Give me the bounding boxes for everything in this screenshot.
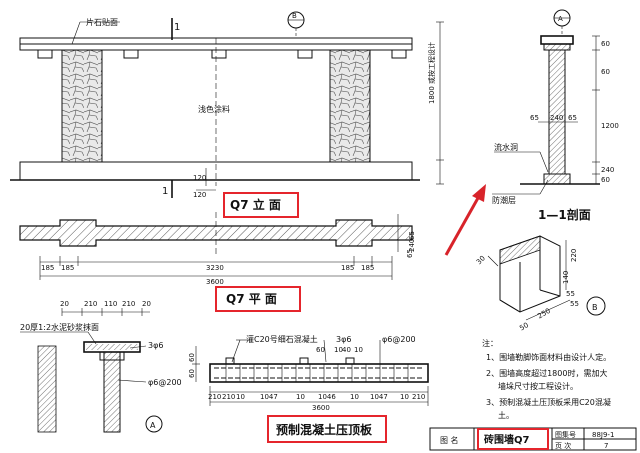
note-2: 2、围墙高度超过1800时，需加大: [486, 368, 607, 378]
dim-slab-total: 3600: [312, 404, 330, 412]
dim-plan-3230: 3230: [206, 264, 224, 272]
detail-b-view: [487, 235, 606, 321]
dim-slab-1046: 1046: [318, 393, 336, 401]
dim-cs-110: 110: [104, 300, 117, 308]
rebar-3phi6-b: 3φ6: [336, 335, 351, 344]
dim-slab-40: 40: [342, 346, 351, 354]
title-block-page-label: 页 次: [555, 441, 571, 450]
note-3: 3、预制混凝土压顶板采用C20混凝: [486, 397, 611, 407]
dim-slab-1047-a: 1047: [260, 393, 278, 401]
section-mark-bottom: 1: [162, 186, 168, 197]
stone-pier-right: [329, 49, 371, 163]
coping-slab-view: [192, 339, 429, 406]
section-mark-top: 1: [174, 22, 180, 33]
dim-plan-185-d: 185: [361, 264, 374, 272]
label-stone-facing: 片石贴面: [86, 17, 118, 27]
section-title: 1—1剖面: [538, 207, 591, 222]
dim-b-220: 220: [570, 249, 578, 262]
dim-slab-60: 60: [316, 346, 325, 354]
label-drain-hole: 流水洞: [494, 142, 518, 152]
dim-cs-210-b: 210: [122, 300, 135, 308]
dim-plan-185-b: 185: [61, 264, 74, 272]
dim-cs-210-a: 210: [84, 300, 97, 308]
dim-120-a: 120: [193, 174, 206, 182]
grid-b-bubble-label: B: [592, 303, 598, 312]
note-2-cont: 墙垛尺寸按工程设计。: [498, 381, 578, 391]
dim-plan-total: 3600: [206, 278, 224, 286]
dim-cs-20-b: 20: [142, 300, 151, 308]
label-damp-proof: 防潮层: [492, 195, 516, 205]
section-view: [436, 9, 600, 195]
elevation-title: Q7 立 面: [230, 197, 281, 212]
dim-slab-10-b: 10: [354, 346, 363, 354]
dim-b-55-a: 55: [566, 290, 575, 298]
rebar-phi6-200-b: φ6@200: [382, 335, 416, 344]
note-3-cont: 土。: [498, 410, 514, 420]
dim-slab-vert-60-a: 60: [188, 353, 196, 362]
stone-pier-left: [61, 49, 103, 163]
dim-b-250: 250: [536, 307, 552, 321]
slab-title: 预制混凝土压顶板: [276, 422, 373, 437]
elevation-view: [10, 11, 420, 198]
plan-title: Q7 平 面: [226, 292, 277, 306]
rebar-phi6-200-a: φ6@200: [148, 378, 182, 387]
dim-sec-60-a: 60: [601, 40, 610, 48]
dim-b-140: 140: [562, 271, 570, 284]
label-mortar-finish: 20厚1:2水泥砂浆抹面: [20, 322, 99, 332]
dim-plan-185-c: 185: [341, 264, 354, 272]
dim-b-55-b: 55: [570, 300, 579, 308]
dim-sec-top-240: 240: [550, 114, 563, 122]
title-block-atlas-label: 图集号: [555, 430, 576, 439]
dim-slab-10-c: 10: [236, 393, 245, 401]
dim-b-30: 30: [475, 254, 487, 266]
note-1: 1、围墙勒脚饰面材料由设计人定。: [486, 352, 611, 362]
title-block-name-label: 图 名: [440, 435, 459, 445]
dim-sec-240: 240: [601, 166, 614, 174]
red-arrow-icon: [444, 184, 486, 256]
dim-slab-210-b: 210: [222, 393, 235, 401]
dim-120-b: 120: [193, 191, 206, 199]
dim-sec-1200: 1200: [601, 122, 619, 130]
dim-plan-65-a: 65: [408, 231, 416, 240]
label-c20-concrete: 灌C20号细石混凝土: [246, 334, 318, 344]
notes-heading: 注：: [482, 338, 498, 348]
dim-b-50: 50: [518, 321, 530, 332]
title-block: [429, 427, 637, 451]
dim-slab-10-d: 10: [296, 393, 305, 401]
coping-section-view: [20, 308, 163, 433]
dim-plan-65-b: 65: [406, 249, 414, 258]
dim-slab-vert-60-b: 60: [188, 369, 196, 378]
dim-plan-185-a: 185: [41, 264, 54, 272]
plan-title-box: [215, 286, 301, 312]
dim-sec-60-b: 60: [601, 68, 610, 76]
grid-a-label: A: [558, 15, 563, 23]
grid-a-bubble-label: A: [150, 421, 156, 430]
dim-sec-top-65-a: 65: [530, 114, 539, 122]
slab-title-box: [267, 415, 387, 443]
elevation-title-box: [223, 192, 299, 218]
dim-slab-210-a: 210: [208, 393, 221, 401]
title-block-page: 7: [604, 442, 608, 450]
grid-b-label: B: [292, 12, 297, 20]
label-light-paint: 浅色涂料: [198, 104, 230, 114]
title-block-atlas: 88J9-1: [592, 431, 614, 439]
dim-slab-10-a: 10: [334, 346, 343, 354]
dim-slab-10-f: 10: [400, 393, 409, 401]
dim-slab-210-c: 210: [412, 393, 425, 401]
dim-sec-1800-note: 1800 或按工程设计: [427, 42, 436, 104]
dim-slab-10-e: 10: [350, 393, 359, 401]
dim-sec-top-65-b: 65: [568, 114, 577, 122]
dim-plan-240: 240: [408, 239, 416, 252]
dim-slab-1047-b: 1047: [370, 393, 388, 401]
dim-sec-60-c: 60: [601, 176, 610, 184]
title-block-name: 砖围墙Q7: [484, 433, 530, 446]
rebar-3phi6-a: 3φ6: [148, 341, 163, 350]
plan-view: [19, 212, 413, 280]
dim-cs-20-a: 20: [60, 300, 69, 308]
